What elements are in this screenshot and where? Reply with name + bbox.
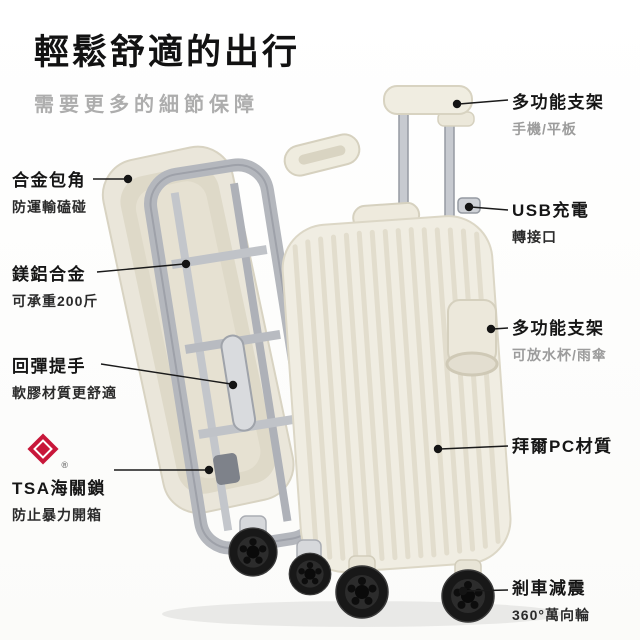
callout-brake-wheels: 剎車減震 360°萬向輪 (512, 574, 590, 625)
callout-desc: 360°萬向輪 (512, 607, 590, 623)
header: 輕鬆舒適的出行 需要更多的細節保障 (34, 24, 300, 117)
callout-usb-charging: USB充電 轉接口 (512, 196, 589, 247)
callout-title: 剎車減震 (512, 579, 586, 598)
callout-corner-guard: 合金包角 防運輸磕碰 (12, 166, 87, 217)
callout-title: TSA海關鎖 (12, 479, 106, 498)
callout-title: 合金包角 (12, 171, 86, 190)
callout-title: 多功能支架 (512, 93, 605, 112)
callout-desc: 可承重200斤 (12, 293, 99, 309)
callout-desc: 轉接口 (512, 229, 557, 245)
callout-tsa-lock: TSA海關鎖 防止暴力開箱 (12, 474, 106, 525)
registered-mark: ® (61, 460, 68, 470)
callout-alloy-frame: 鎂鋁合金 可承重200斤 (12, 260, 98, 311)
callout-title: USB充電 (512, 201, 590, 220)
callout-title: 回彈提手 (12, 357, 86, 376)
callout-title: 多功能支架 (512, 319, 605, 338)
carry-handle (283, 133, 361, 177)
callout-phone-bracket: 多功能支架 手機/平板 (512, 88, 605, 139)
callout-rebound-handle: 回彈提手 軟膠材質更舒適 (12, 352, 117, 403)
callout-title: 鎂鋁合金 (12, 265, 86, 284)
shell-ribs (292, 227, 501, 562)
page-subtitle: 需要更多的細節保障 (34, 94, 259, 116)
telescopic-handle (383, 85, 475, 239)
callout-desc: 軟膠材質更舒適 (12, 385, 117, 401)
callout-desc: 防運輸磕碰 (12, 199, 87, 215)
tsa-diamond-icon (27, 433, 59, 465)
cup-holder-bracket (445, 299, 499, 377)
tsa-logo: ® (26, 433, 70, 470)
callout-desc: 防止暴力開箱 (12, 507, 102, 523)
callout-desc: 手機/平板 (512, 121, 577, 137)
callout-desc: 可放水杯/雨傘 (512, 347, 607, 363)
rebound-handle (220, 334, 257, 432)
callout-cup-holder: 多功能支架 可放水杯/雨傘 (512, 314, 607, 365)
callout-title: 拜爾PC材質 (512, 437, 613, 456)
tsa-lock-block (213, 453, 241, 485)
page-title: 輕鬆舒適的出行 (34, 33, 301, 72)
callout-pc-material: 拜爾PC材質 (512, 432, 613, 457)
